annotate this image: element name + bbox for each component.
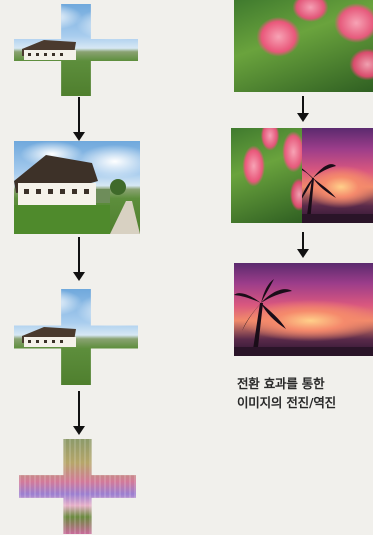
tulip-image xyxy=(234,0,373,92)
down-arrow-icon xyxy=(73,97,85,141)
down-arrow-icon xyxy=(73,237,85,281)
caption-line-2: 이미지의 전진/역진 xyxy=(237,395,336,410)
caption: 전환 효과를 통한 이미지의 전진/역진 xyxy=(237,374,373,412)
sunset-image xyxy=(234,263,373,356)
caption-line-1: 전환 효과를 통한 xyxy=(237,376,325,391)
farm-cross-image-1 xyxy=(14,4,138,96)
sunset-half xyxy=(302,128,373,223)
farm-cross-image-2 xyxy=(14,289,138,385)
down-arrow-icon xyxy=(297,96,309,122)
palm-silhouette xyxy=(234,279,373,356)
tulip-half xyxy=(231,128,302,223)
palm-silhouette xyxy=(302,164,373,223)
farmhouse-illustration xyxy=(14,155,140,234)
down-arrow-icon xyxy=(297,232,309,258)
down-arrow-icon xyxy=(73,391,85,435)
split-transition-image xyxy=(231,128,373,223)
farmhouse-illustration xyxy=(22,327,76,347)
farm-full-image xyxy=(14,141,140,234)
flower-field-cross-image xyxy=(19,439,136,534)
farmhouse-illustration xyxy=(22,40,76,60)
